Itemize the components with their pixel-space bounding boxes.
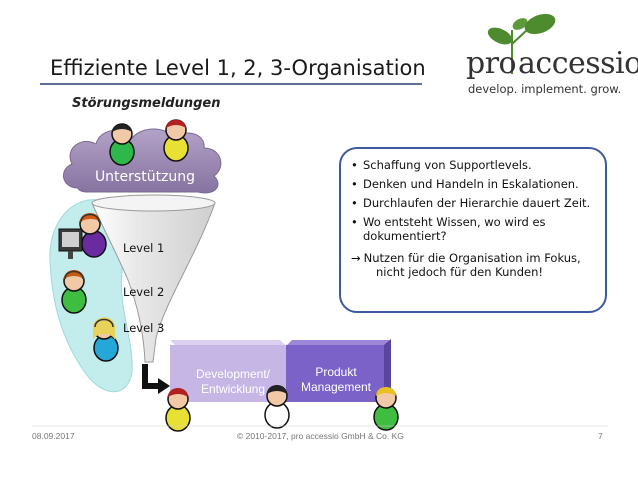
info-conclusion: →Nutzen für die Organisation im Fokus, n…	[351, 251, 597, 279]
cloud-label: Unterstützung	[94, 169, 196, 185]
info-bullet: Durchlaufen der Hierarchie dauert Zeit.	[351, 196, 597, 210]
funnel-level-2-label: Level 2	[123, 285, 165, 299]
developer-person-icon	[165, 388, 191, 432]
funnel-level-1-label: Level 1	[123, 241, 165, 255]
level2-agent-icon	[61, 270, 87, 314]
customer-person-icon	[163, 119, 189, 162]
product-management-label: Produkt Management	[300, 365, 372, 394]
escalation-arrow	[142, 364, 170, 394]
conclusion-line-1: Nutzen für die Organisation im Fokus,	[363, 251, 581, 265]
footer-copyright: © 2010-2017, pro accessio GmbH & Co. KG	[237, 431, 404, 441]
slide-title: Effiziente Level 1, 2, 3-Organisation	[50, 56, 426, 80]
info-box: Schaffung von Supportlevels. Denken und …	[339, 147, 607, 313]
product-manager-person-icon	[373, 387, 399, 431]
conclusion-line-2: nicht jedoch für den Kunden!	[376, 265, 543, 279]
footer-date: 08.09.2017	[32, 431, 75, 441]
logo-sprout-icon	[487, 13, 556, 74]
logo-text-pro: pro	[466, 46, 517, 81]
footer-page-number: 7	[598, 431, 603, 441]
info-bullet: Wo entsteht Wissen, wo wird es dokumenti…	[351, 215, 597, 243]
developer-person-icon	[264, 385, 290, 429]
slide-subtitle: Störungsmeldungen	[72, 96, 221, 111]
development-label: Development/ Entwicklung	[195, 367, 271, 396]
info-bullet-list: Schaffung von Supportlevels. Denken und …	[351, 158, 597, 243]
level3-agent-icon	[92, 317, 119, 362]
logo-tagline: develop. implement. grow.	[468, 82, 622, 96]
funnel-level-3-label: Level 3	[123, 321, 165, 335]
customer-person-icon	[109, 123, 135, 166]
info-bullet: Denken und Handeln in Eskalationen.	[351, 177, 597, 191]
logo-text-accessio: accessio	[518, 46, 638, 81]
product-management-box	[286, 339, 391, 402]
level1-agent-icon	[58, 213, 107, 259]
development-box	[170, 340, 286, 402]
info-bullet: Schaffung von Supportlevels.	[351, 158, 597, 172]
arrow-right-icon: →	[351, 251, 361, 265]
